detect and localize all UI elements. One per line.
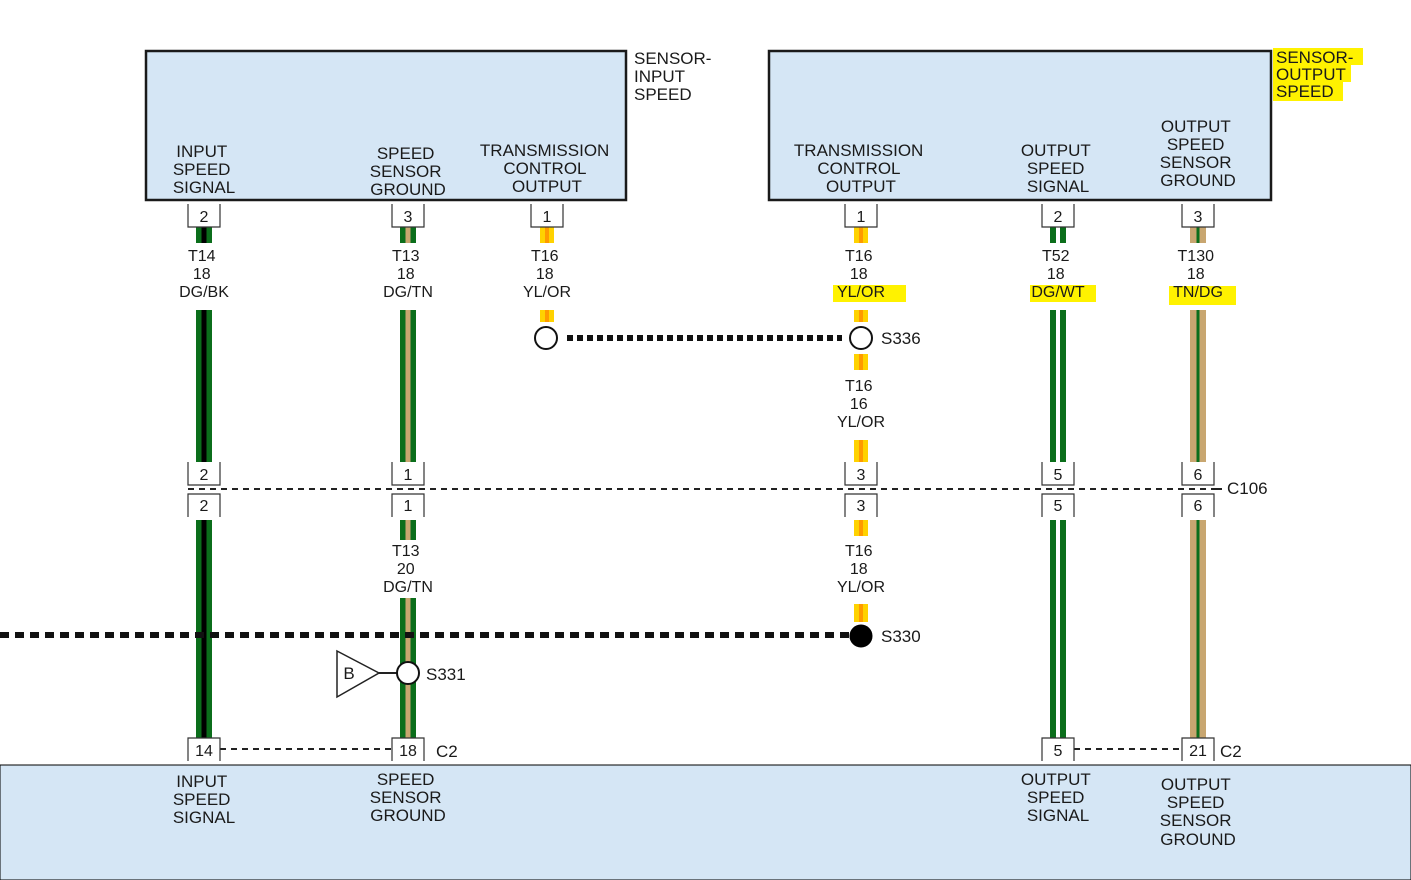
wire-tn-dg-2	[1190, 520, 1206, 738]
wire-dg-wt-2	[1050, 520, 1066, 738]
wire-tn-dg-1	[1190, 310, 1206, 464]
c106-upper-pin: 2	[200, 467, 209, 484]
wire-highlight-t52	[1030, 285, 1096, 302]
module-output-sensor-ground-label: OUTPUT SPEED SENSOR GROUND	[1160, 775, 1237, 849]
c106-lower-pin: 1	[404, 498, 413, 515]
module-input-speed-signal-label: INPUT SPEED SIGNAL	[173, 772, 235, 827]
module-area	[0, 764, 1411, 880]
wire-label-t16-output: T16 18 YL/OR	[837, 248, 885, 301]
connector-c2	[187, 737, 1215, 761]
output-sensor-ground-label: OUTPUT SPEED SENSOR GROUND	[1160, 117, 1237, 190]
pin-input-tcm: 1	[543, 209, 552, 226]
output-sensor-title-highlight	[1273, 48, 1363, 101]
c106-lower-tab	[391, 493, 425, 517]
splice-s331-label: S331	[426, 665, 466, 684]
wire-dg-wt-1	[1050, 310, 1066, 464]
connector-c106-label: C106	[1227, 479, 1268, 498]
pin-output-tcm: 1	[857, 209, 866, 226]
pin-output-ground: 3	[1194, 209, 1203, 226]
wire-label-t13-bottom: T13 20 DG/TN	[383, 543, 433, 596]
c106-upper-tab	[844, 462, 878, 486]
connector-c2-label-left: C2	[436, 742, 458, 761]
c106-lower-tab	[187, 493, 221, 517]
c106-upper-tab	[391, 462, 425, 486]
wire-highlight-t16	[833, 285, 906, 302]
splice-s330	[849, 624, 873, 648]
ground-reference-b: B	[336, 649, 397, 699]
pin-input-signal: 2	[200, 209, 209, 226]
c106-upper-tab	[1041, 462, 1075, 486]
wire-yl-or-5	[854, 604, 868, 622]
wire-label-t16-input: T16 18 YL/OR	[523, 248, 571, 301]
input-speed-sensor-box	[144, 49, 628, 202]
input-sensor-tcm-output-label: TRANSMISSION CONTROL OUTPUT	[480, 141, 614, 196]
wire-yl-or-2	[854, 354, 868, 370]
wire-yl-or-0	[854, 227, 868, 243]
splice-s336	[849, 326, 873, 350]
wire-dg-tn-2	[400, 520, 416, 540]
wire-label-t13-top: T13 18 DG/TN	[383, 248, 433, 301]
c106-upper-tab	[1181, 462, 1215, 486]
c106-lower-pin: 6	[1194, 498, 1203, 515]
connector-c2-label-right: C2	[1220, 742, 1242, 761]
wire-label-t130: T130 18 TN/DG	[1173, 248, 1223, 301]
input-sensor-ground-label: SPEED SENSOR GROUND	[370, 144, 447, 199]
output-sensor-tcm-output-label: TRANSMISSION CONTROL OUTPUT	[794, 141, 928, 196]
splice-s330-label: S330	[881, 627, 921, 646]
sensor-pin-tabs: 2 3 1 1 2 3	[187, 204, 1215, 228]
c106-upper-tab	[187, 462, 221, 486]
wire-yl-or-1	[854, 310, 868, 322]
splice-s331	[396, 661, 420, 685]
output-sensor-title: SENSOR- OUTPUT SPEED	[1276, 48, 1358, 101]
splice-point-input	[534, 326, 558, 350]
c106-lower-tab	[844, 493, 878, 517]
c106-upper-pin: 1	[404, 467, 413, 484]
c2-pin-18: 18	[399, 743, 417, 760]
wire-tn-dg-0	[1190, 227, 1206, 243]
input-speed-signal-label: INPUT SPEED SIGNAL	[173, 142, 235, 197]
wire-yl-or-3	[854, 440, 868, 464]
wire-yl-or-input-0	[540, 227, 554, 243]
input-sensor-title: SENSOR- INPUT SPEED	[634, 49, 716, 104]
wire-dg-wt-0	[1050, 227, 1066, 243]
output-speed-sensor-box	[767, 49, 1273, 202]
c106-lower-tab	[1181, 493, 1215, 517]
ground-ref-label: B	[343, 664, 354, 683]
wire-yl-or-4	[854, 520, 868, 536]
wire-dg-bk-2	[196, 520, 212, 738]
wire-dg-bk-0	[196, 227, 212, 243]
wire-dg-bk-1	[196, 310, 212, 464]
pin-output-signal: 2	[1054, 209, 1063, 226]
output-speed-signal-label: OUTPUT SPEED SIGNAL	[1021, 141, 1095, 196]
c106-pin-group: 2 2 1 1 3 3 5 5 6 6	[187, 462, 1215, 517]
c106-lower-tab	[1041, 493, 1075, 517]
module-output-speed-signal-label: OUTPUT SPEED SIGNAL	[1021, 770, 1095, 825]
pin-input-ground: 3	[404, 209, 413, 226]
c2-pin-14: 14	[195, 743, 213, 760]
module-speed-sensor-ground-label: SPEED SENSOR GROUND	[370, 770, 447, 825]
wire-dg-tn-0	[400, 227, 416, 243]
wire-label-t14: T14 18 DG/BK	[179, 248, 229, 301]
c106-upper-pin: 3	[857, 467, 866, 484]
wire-label-t16-mid: T16 16 YL/OR	[837, 378, 885, 431]
c2-pin-5: 5	[1054, 743, 1063, 760]
c106-lower-pin: 2	[200, 498, 209, 515]
wire-label-t52: T52 18 DG/WT	[1031, 248, 1085, 301]
c106-upper-pin: 6	[1194, 467, 1203, 484]
wire-yl-or-input-1	[540, 310, 554, 322]
wire-highlight-t130	[1169, 286, 1236, 305]
c106-lower-pin: 3	[857, 498, 866, 515]
wire-label-t16-bottom: T16 18 YL/OR	[837, 543, 885, 596]
c106-lower-pin: 5	[1054, 498, 1063, 515]
c2-pin-21: 21	[1189, 743, 1207, 760]
wire-dg-tn-1	[400, 310, 416, 464]
c106-upper-pin: 5	[1054, 467, 1063, 484]
splice-s336-label: S336	[881, 329, 921, 348]
